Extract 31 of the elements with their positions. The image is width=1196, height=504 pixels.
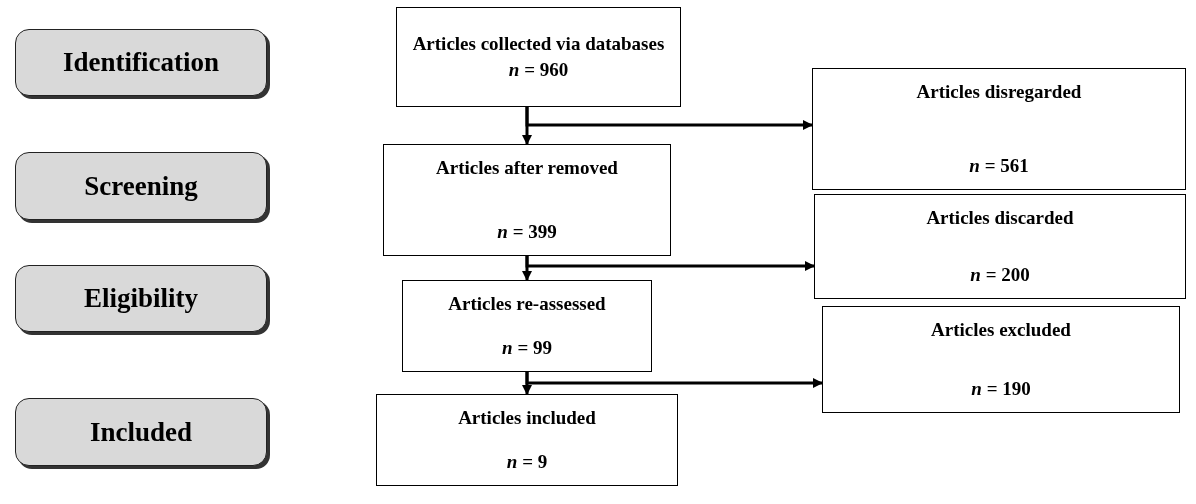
count-text: n = 561	[969, 154, 1029, 179]
box-title: Articles after removed	[436, 156, 618, 180]
process-box	[814, 194, 1186, 299]
box-title: Articles discarded	[926, 206, 1074, 230]
box-title: Articles collected via databases n = 960	[411, 32, 666, 82]
stage-label-box	[15, 152, 267, 220]
count-text: n = 99	[502, 336, 552, 361]
count-text: n = 399	[497, 220, 557, 245]
count-text: n = 190	[971, 377, 1031, 402]
arrow	[525, 372, 823, 388]
arrow	[525, 107, 813, 130]
stage-label: Included	[89, 416, 192, 448]
stage-label-box	[15, 265, 267, 332]
count-text: n = 200	[970, 263, 1030, 288]
box-title: Articles re-assessed	[448, 292, 606, 316]
stage-label-box	[15, 29, 267, 96]
count-text: n = 9	[506, 450, 548, 475]
stage-label-box	[15, 398, 267, 466]
process-box	[402, 280, 652, 372]
process-box	[812, 68, 1186, 190]
process-box	[822, 306, 1180, 413]
stage-label: Identification	[63, 47, 219, 78]
process-box	[396, 7, 681, 107]
box-title: Articles included	[458, 406, 596, 430]
box-title: Articles disregarded	[916, 80, 1082, 104]
process-box	[376, 394, 678, 486]
stage-label: Eligibility	[84, 283, 198, 314]
stage-label: Screening	[84, 170, 198, 202]
arrow	[525, 256, 815, 271]
process-box	[383, 144, 671, 256]
box-title: Articles excluded	[931, 318, 1071, 342]
